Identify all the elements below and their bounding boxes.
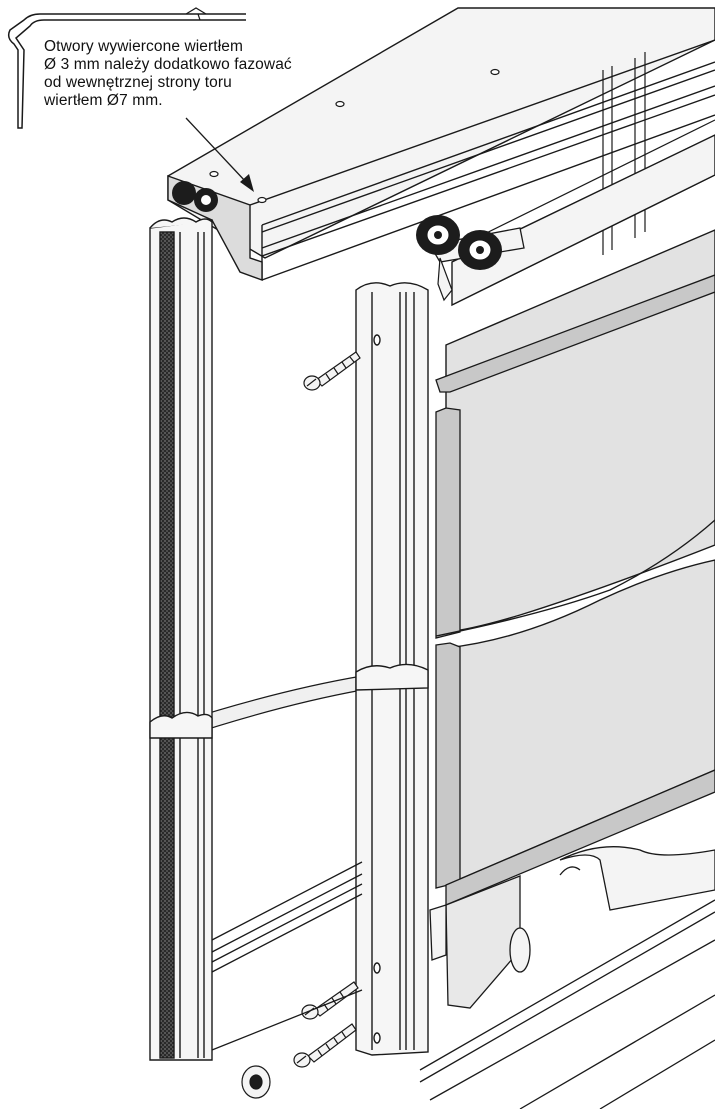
top-roller-wheels <box>416 215 525 302</box>
glass-top-rail <box>435 274 715 393</box>
ceiling-outline <box>7 13 246 129</box>
bottom-track <box>211 861 715 1109</box>
panel-edge-strip-lower <box>435 642 461 889</box>
middle-frame-profile <box>355 282 429 1056</box>
mounting-screw <box>301 981 359 1020</box>
panel-edge-strip <box>435 407 461 639</box>
note-line-4: wiertłem Ø7 mm. <box>44 92 163 109</box>
endcap-rollers <box>172 181 218 212</box>
note-line-1: Otwory wywiercone wiertłem <box>44 38 243 55</box>
mounting-screw <box>303 351 361 391</box>
side-wall-profile <box>149 217 213 1061</box>
door-glass-panel-lower <box>445 559 715 887</box>
drilled-hole <box>209 68 500 204</box>
note-line-2: Ø 3 mm należy dodatkowo fazować <box>44 56 292 73</box>
callout-arrow <box>185 117 254 192</box>
bottom-roller-wheel <box>429 846 715 1009</box>
ceiling-bracket <box>185 7 207 21</box>
bottom-roller-wheel <box>241 1065 271 1099</box>
note-line-3: od wewnętrznej strony toru <box>44 74 232 91</box>
drilling-instruction-note: Otwory wywiercone wiertłem Ø 3 mm należy… <box>44 38 344 110</box>
mounting-screw <box>293 1023 357 1068</box>
glass-bottom-rail <box>445 769 715 906</box>
